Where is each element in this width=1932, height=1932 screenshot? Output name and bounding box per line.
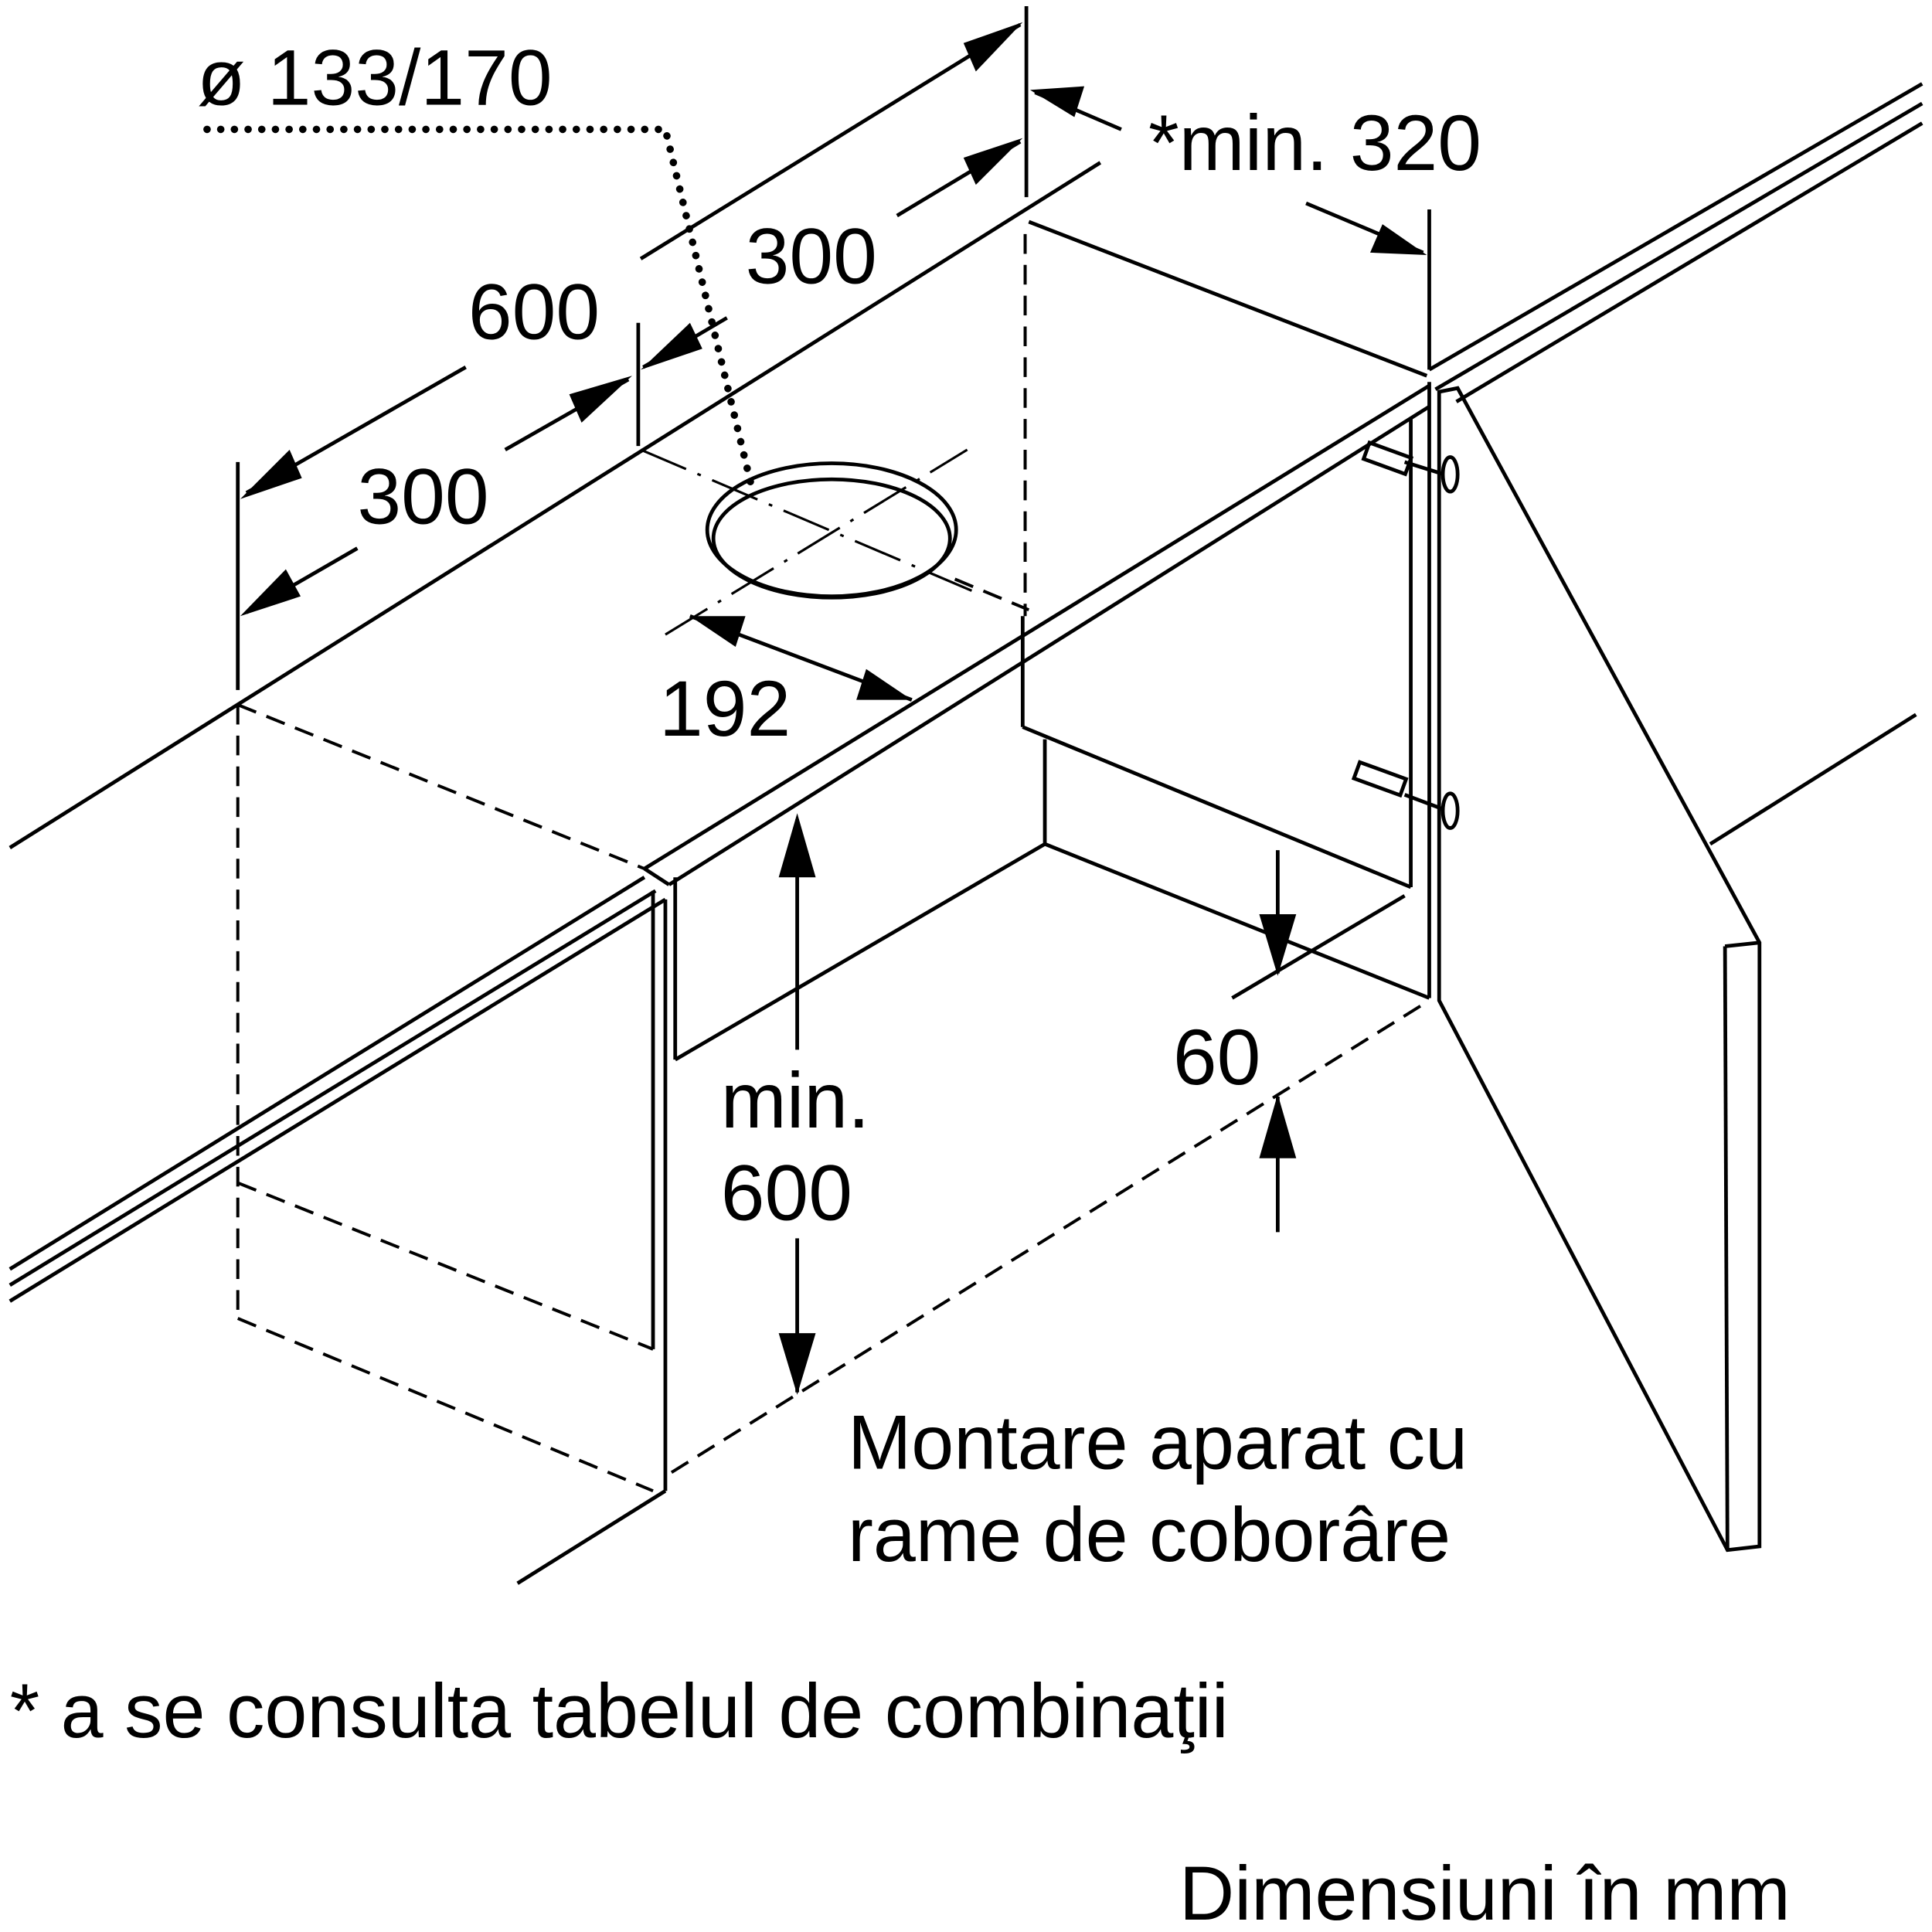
- caption-line1: Montare aparat cu: [848, 1400, 1468, 1485]
- dimension-labels: ø 133/170 *min. 320 300 600 300 192 min.…: [10, 34, 1791, 1932]
- dim-192-label: 192: [659, 665, 791, 753]
- dim-600-label: 600: [468, 267, 600, 355]
- diameter-label: ø 133/170: [197, 34, 553, 122]
- cabinet-lines: [9, 82, 1923, 1585]
- footnote: * a se consulta tabelul de combinaţii: [10, 1668, 1229, 1753]
- dim-300-left-label: 300: [357, 453, 488, 541]
- dimension-lines: [236, 5, 1431, 1395]
- door-panel: [1437, 386, 1762, 1553]
- caption-line2: rame de coborâre: [848, 1492, 1451, 1577]
- min-label: min.: [721, 1056, 870, 1145]
- hidden-lines: [236, 233, 1430, 1493]
- min-600-label: 600: [721, 1148, 852, 1236]
- dim-300-top-label: 300: [746, 213, 877, 301]
- hinge-icon: [1351, 440, 1460, 830]
- min-320-label: *min. 320: [1148, 99, 1481, 187]
- dim-60-label: 60: [1173, 1013, 1260, 1101]
- duct-opening: [203, 125, 975, 636]
- units-note: Dimensiuni în mm: [1179, 1851, 1791, 1932]
